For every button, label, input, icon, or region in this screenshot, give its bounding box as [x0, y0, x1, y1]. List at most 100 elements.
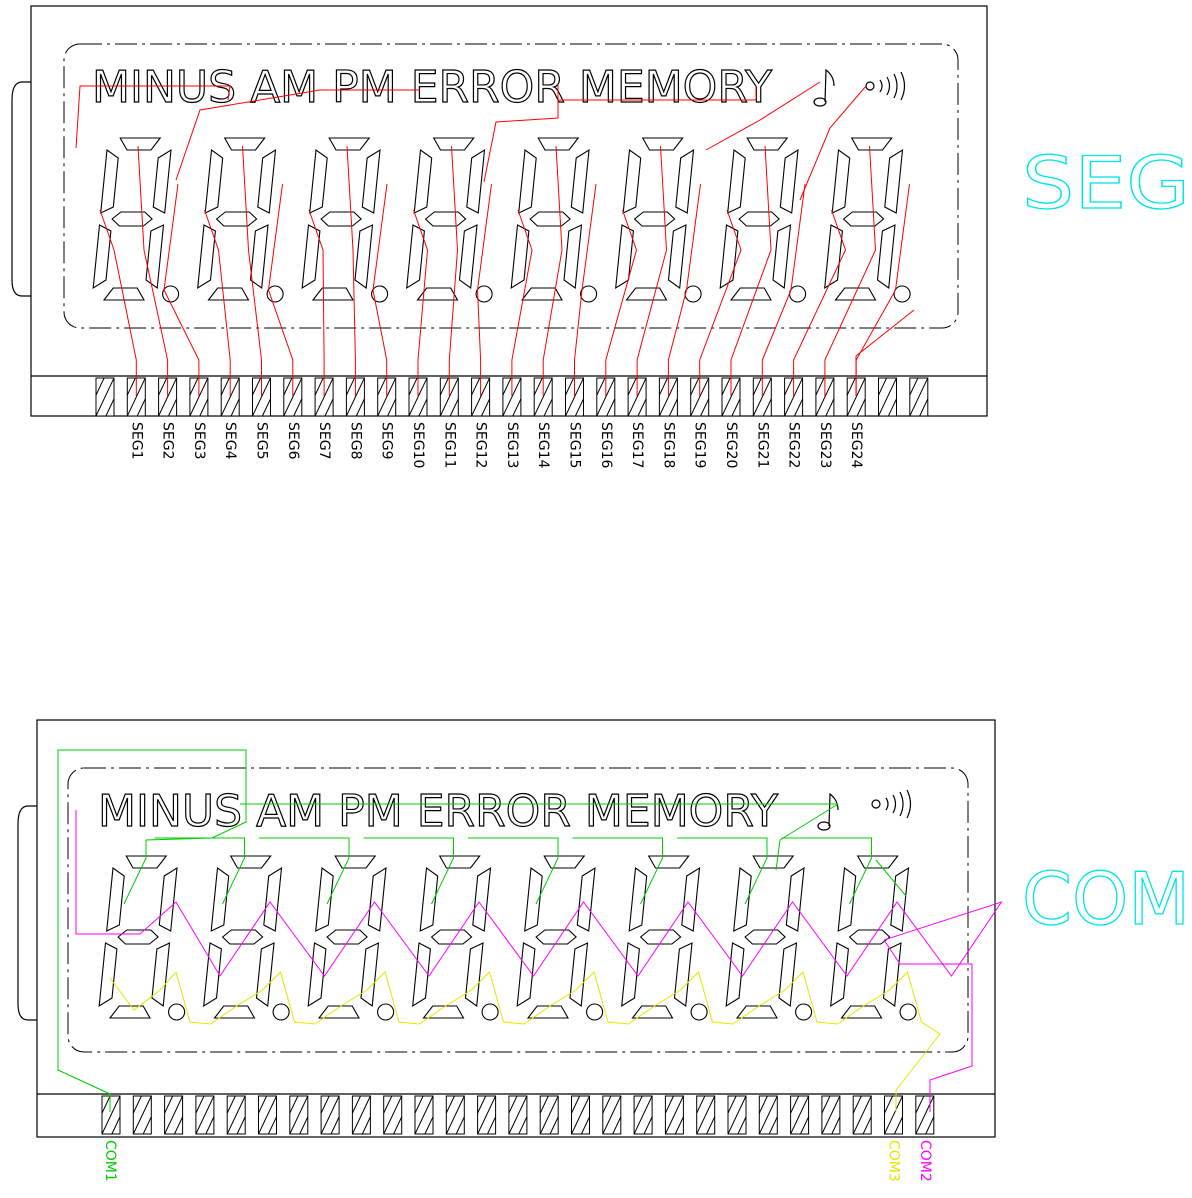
seg-trace-waves [799, 85, 867, 201]
com-pin-14 [508, 1095, 528, 1135]
digit-segment [543, 855, 586, 869]
com-pin-5 [226, 1095, 246, 1135]
digit-segment [890, 866, 910, 932]
digit-segment [633, 211, 676, 227]
digit-segment [152, 148, 172, 214]
digit-segment [102, 287, 145, 301]
digit-segment [848, 929, 891, 945]
seg-trace-6 [267, 183, 294, 396]
com2-trace-middle [75, 810, 1003, 977]
digit-segment [249, 224, 269, 289]
seg-pin-label: SEG14 [535, 422, 551, 468]
seg-pin-row [95, 377, 929, 417]
com-pin-4 [195, 1095, 215, 1135]
signal-waves-icon [865, 71, 906, 101]
digit-segment [529, 211, 571, 227]
decimal-point [795, 1003, 813, 1021]
digit-segment [569, 942, 589, 1007]
com-pin-27 [915, 1095, 935, 1135]
digit-segment [111, 211, 153, 227]
com-pin-3 [164, 1095, 184, 1135]
seg-pin-label: SEG22 [786, 422, 802, 468]
seg-trace-14 [542, 145, 563, 396]
com-pin-24 [821, 1095, 841, 1135]
com-digit-3 [307, 855, 395, 1021]
seg-trace-19 [699, 209, 742, 396]
com-pin-22 [758, 1095, 778, 1135]
digit-segment [725, 942, 745, 1008]
com1-trace-main [57, 749, 247, 1112]
com-pin-18 [633, 1095, 653, 1135]
digit-segment [631, 1005, 674, 1019]
seg-pin-label: SEG24 [848, 422, 864, 468]
seg-trace-16 [605, 209, 638, 396]
seg-pin-label: SEG19 [692, 422, 708, 468]
digit-segment [422, 1005, 465, 1019]
com-digit-group [98, 855, 917, 1021]
digit-segment [735, 1005, 778, 1019]
digit-segment [876, 224, 896, 289]
seg-pin-label: SEG5 [254, 422, 270, 460]
digit-segment [255, 942, 275, 1007]
seg-pin-label: SEG21 [754, 422, 770, 468]
digit-segment [850, 137, 893, 151]
decimal-point [266, 285, 284, 303]
seg-trace-error [483, 84, 559, 183]
digit-segment [882, 942, 902, 1007]
digit-segment [535, 929, 577, 945]
com1-trace-waves [875, 859, 907, 897]
digit-segment [419, 867, 439, 932]
com-indicator-text: MINUS AM PM ERROR MEMORY [98, 786, 778, 837]
seg-trace-3 [163, 183, 200, 396]
com-panel-frame [36, 719, 996, 1138]
digit-segment [772, 224, 792, 289]
digit-segment [681, 866, 701, 932]
com-pin-7 [289, 1095, 309, 1135]
com-digit-4 [412, 855, 499, 1021]
digit-segment [667, 224, 687, 289]
com-panel-tab [17, 805, 37, 1021]
digit-segment [744, 929, 786, 945]
indicator-memory: MEMORY [585, 786, 778, 837]
com1-trace-digit-2 [154, 837, 245, 905]
digit-segment [842, 211, 885, 227]
digit-segment [430, 929, 473, 945]
decimal-point [690, 1003, 708, 1021]
com1-label: COM1 [102, 1140, 118, 1182]
seg-pin-label: SEG16 [598, 422, 614, 468]
com-pin-23 [790, 1095, 810, 1135]
seg-pin-label: SEG20 [723, 422, 739, 468]
digit-segment [315, 867, 334, 932]
seg-trace-23 [824, 145, 877, 396]
seg-pin-label: SEG10 [410, 422, 426, 468]
com-pin-13 [477, 1095, 497, 1135]
digit-segment [106, 867, 125, 932]
seg-pin-label: SEG9 [379, 422, 395, 460]
digit-segment [367, 866, 387, 932]
digit-segment [215, 211, 258, 227]
com1-trace-digit-5 [468, 837, 559, 905]
com1-trace-digit-6 [572, 837, 663, 905]
seg-traces [75, 81, 915, 396]
music-note-icon [813, 68, 835, 107]
digit-segment [831, 149, 851, 214]
com-digit-7 [725, 855, 813, 1021]
digit-segment [738, 211, 780, 227]
com-digit-8 [830, 855, 917, 1021]
seg-pin-label: SEG12 [473, 422, 489, 468]
seg-trace-2 [137, 145, 169, 396]
digit-segment [834, 287, 877, 301]
digit-segment [432, 137, 475, 151]
digit-segment [840, 1005, 883, 1019]
seg-trace-5 [242, 145, 262, 396]
digit-segment [204, 149, 224, 214]
seg-trace-9 [372, 183, 388, 396]
digit-segment [673, 942, 693, 1007]
com-pin-16 [571, 1095, 590, 1135]
digit-segment [424, 211, 467, 227]
